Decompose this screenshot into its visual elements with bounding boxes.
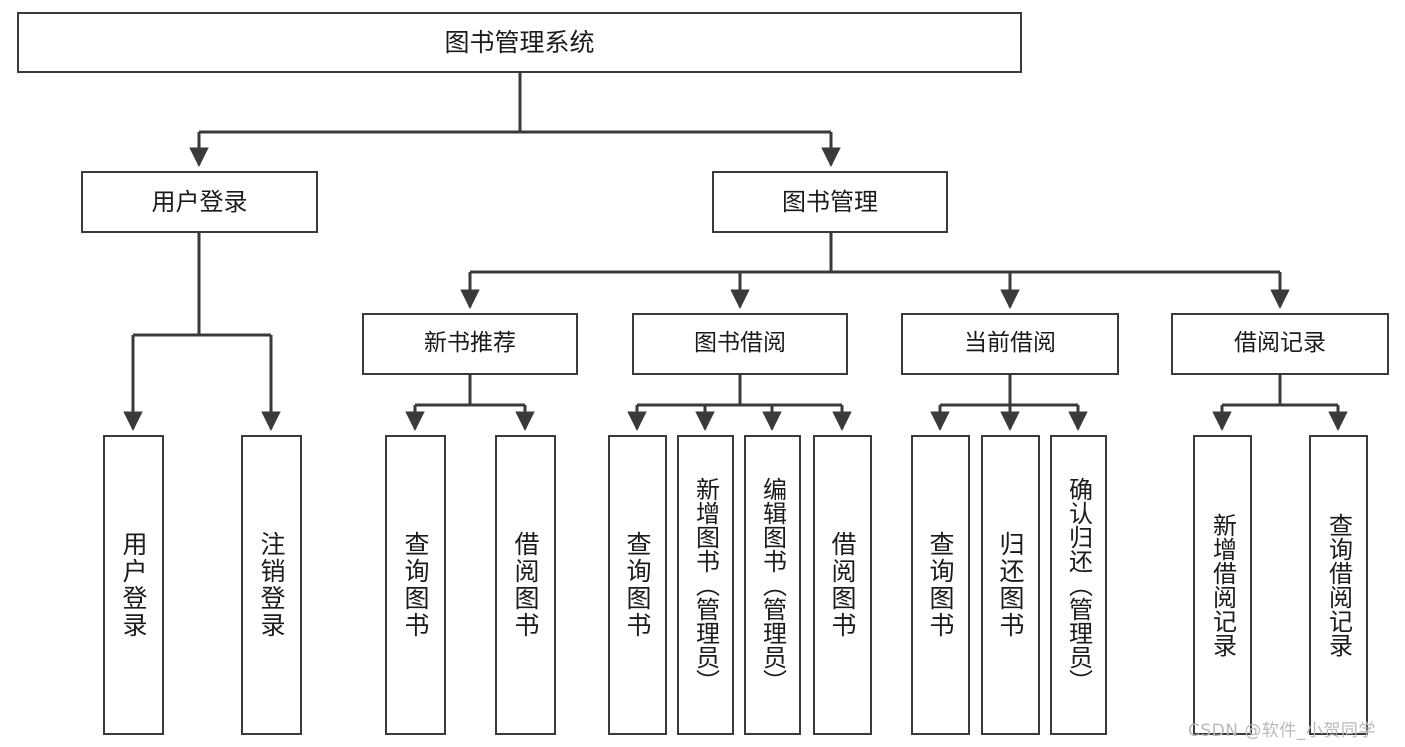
leaf-borrow-book-1-label: 借阅图书 bbox=[511, 531, 540, 639]
leaf-logout-login-label: 注销登录 bbox=[257, 531, 286, 639]
leaf-borrow-book-2-label: 借阅图书 bbox=[828, 531, 857, 639]
leaf-query-record-label: 查询借阅记录 bbox=[1324, 513, 1353, 657]
node-new-book-recommend-label: 新书推荐 bbox=[424, 330, 516, 357]
leaf-query-book-2-label: 查询图书 bbox=[623, 531, 652, 639]
node-new-book-recommend[interactable]: 新书推荐 bbox=[362, 313, 578, 375]
node-book-management[interactable]: 图书管理 bbox=[712, 171, 948, 233]
leaf-query-book-3[interactable]: 查询图书 bbox=[911, 435, 970, 735]
node-user-login[interactable]: 用户登录 bbox=[81, 171, 318, 233]
leaf-add-record[interactable]: 新增借阅记录 bbox=[1193, 435, 1252, 735]
leaf-logout-login[interactable]: 注销登录 bbox=[241, 435, 302, 735]
node-borrow-record-label: 借阅记录 bbox=[1234, 330, 1326, 357]
node-book-borrow[interactable]: 图书借阅 bbox=[632, 313, 848, 375]
node-book-borrow-label: 图书借阅 bbox=[694, 330, 786, 357]
leaf-borrow-book-1[interactable]: 借阅图书 bbox=[495, 435, 556, 735]
leaf-user-login-label: 用户登录 bbox=[119, 531, 148, 639]
leaf-query-book-1-label: 查询图书 bbox=[401, 531, 430, 639]
leaf-confirm-return[interactable]: 确认归还（管理员） bbox=[1050, 435, 1107, 735]
leaf-user-login[interactable]: 用户登录 bbox=[103, 435, 164, 735]
node-borrow-record[interactable]: 借阅记录 bbox=[1171, 313, 1389, 375]
leaf-confirm-return-label: 确认归还（管理员） bbox=[1064, 477, 1093, 693]
leaf-return-book-label: 归还图书 bbox=[996, 531, 1025, 639]
leaf-query-record[interactable]: 查询借阅记录 bbox=[1309, 435, 1368, 735]
node-current-borrow[interactable]: 当前借阅 bbox=[901, 313, 1119, 375]
node-root-label: 图书管理系统 bbox=[444, 27, 595, 57]
leaf-edit-book-label: 编辑图书（管理员） bbox=[758, 477, 787, 693]
leaf-add-book-label: 新增图书（管理员） bbox=[691, 477, 720, 693]
leaf-query-book-1[interactable]: 查询图书 bbox=[385, 435, 446, 735]
leaf-borrow-book-2[interactable]: 借阅图书 bbox=[813, 435, 872, 735]
leaf-return-book[interactable]: 归还图书 bbox=[981, 435, 1040, 735]
leaf-query-book-3-label: 查询图书 bbox=[926, 531, 955, 639]
leaf-add-record-label: 新增借阅记录 bbox=[1208, 513, 1237, 657]
node-book-management-label: 图书管理 bbox=[782, 187, 878, 216]
leaf-add-book[interactable]: 新增图书（管理员） bbox=[677, 435, 734, 735]
leaf-query-book-2[interactable]: 查询图书 bbox=[608, 435, 667, 735]
node-current-borrow-label: 当前借阅 bbox=[964, 330, 1056, 357]
leaf-edit-book[interactable]: 编辑图书（管理员） bbox=[744, 435, 801, 735]
node-root[interactable]: 图书管理系统 bbox=[17, 12, 1022, 73]
node-user-login-label: 用户登录 bbox=[151, 187, 248, 216]
